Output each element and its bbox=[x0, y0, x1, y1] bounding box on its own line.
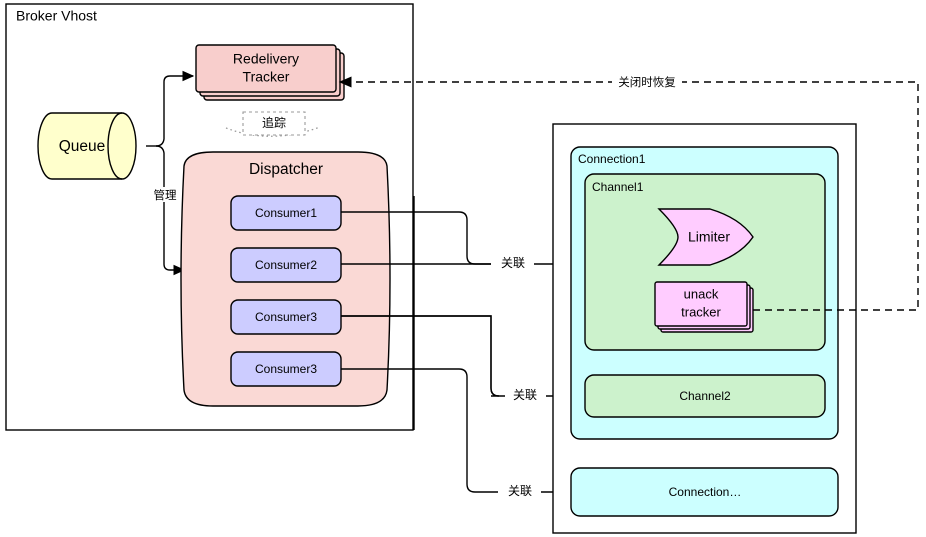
edge-label-restore-on-close: 关闭时恢复 bbox=[618, 75, 676, 89]
consumer-4-label: Consumer3 bbox=[255, 362, 317, 376]
unack-tracker-node[interactable]: unack tracker bbox=[654, 281, 754, 333]
queue-cylinder-cap bbox=[107, 112, 123, 180]
unack-tracker-sheet-front bbox=[654, 281, 748, 327]
queue-label: Queue bbox=[59, 138, 106, 155]
consumer-item[interactable]: Consumer3 bbox=[230, 299, 342, 335]
edge-consumer4-associate bbox=[341, 368, 498, 493]
limiter-node[interactable]: Limiter bbox=[657, 208, 754, 266]
edge-dispatcher-tracks-redelivery bbox=[225, 126, 321, 137]
consumer-2-box bbox=[230, 247, 342, 283]
edge-consumer3-associate-tail bbox=[341, 315, 512, 397]
consumer-item[interactable]: Consumer1 bbox=[230, 195, 342, 231]
consumer-item[interactable]: Consumer3 bbox=[230, 351, 342, 387]
connection-more-node[interactable]: Connection… bbox=[570, 467, 839, 517]
channel2-box bbox=[584, 374, 826, 418]
track-label-box bbox=[242, 111, 306, 136]
edge-label-associate-3: 关联 bbox=[508, 484, 532, 498]
associate-3-label-bg bbox=[500, 483, 540, 499]
arrowhead-queue-to-dispatcher bbox=[173, 264, 186, 276]
edge-queue-to-redelivery-tracker bbox=[155, 75, 193, 147]
channel2-node[interactable]: Channel2 bbox=[584, 374, 826, 418]
redelivery-tracker-label-line1: Redelivery bbox=[233, 51, 299, 67]
edge-label-associate-2: 关联 bbox=[513, 388, 537, 402]
channel1-label: Channel1 bbox=[592, 180, 644, 194]
restore-on-close-label-bg bbox=[612, 74, 682, 90]
edge-label-associate-1: 关联 bbox=[501, 256, 525, 270]
arrowhead-restore-on-close bbox=[338, 76, 352, 88]
consumer-2-label: Consumer2 bbox=[255, 258, 317, 272]
consumer-3-label: Consumer3 bbox=[255, 310, 317, 324]
limiter-label: Limiter bbox=[688, 229, 730, 245]
consumer-1-label: Consumer1 bbox=[255, 206, 317, 220]
consumer-1-box bbox=[230, 195, 342, 231]
edge-label-manage: 管理 bbox=[154, 188, 177, 202]
edge-queue-to-dispatcher bbox=[155, 145, 184, 271]
arrowhead-queue-to-redelivery-tracker bbox=[182, 70, 195, 82]
redelivery-tracker-label-line2: Tracker bbox=[243, 69, 290, 85]
associate-1-label-bg bbox=[493, 255, 533, 271]
queue-node[interactable]: Queue bbox=[37, 112, 137, 180]
associate-2-label-bg bbox=[505, 387, 545, 403]
unack-tracker-label-line1: unack bbox=[684, 286, 719, 301]
redelivery-tracker-node[interactable]: Redelivery Tracker bbox=[195, 44, 345, 101]
edge-label-track: 追踪 bbox=[262, 115, 286, 130]
manage-label-bg bbox=[148, 187, 182, 202]
dispatcher-label: Dispatcher bbox=[249, 161, 323, 178]
redelivery-tracker-sheet-front bbox=[195, 44, 337, 93]
unack-tracker-label-line2: tracker bbox=[681, 304, 721, 319]
connection-more-label: Connection… bbox=[669, 485, 742, 499]
limiter-shape bbox=[657, 208, 754, 266]
channel2-label: Channel2 bbox=[679, 389, 731, 403]
connection1-label: Connection1 bbox=[578, 152, 646, 166]
broker-vhost-title: Broker Vhost bbox=[16, 8, 97, 24]
consumer-3-box bbox=[230, 299, 342, 335]
consumer-item[interactable]: Consumer2 bbox=[230, 247, 342, 283]
connection-more-box bbox=[570, 467, 839, 517]
